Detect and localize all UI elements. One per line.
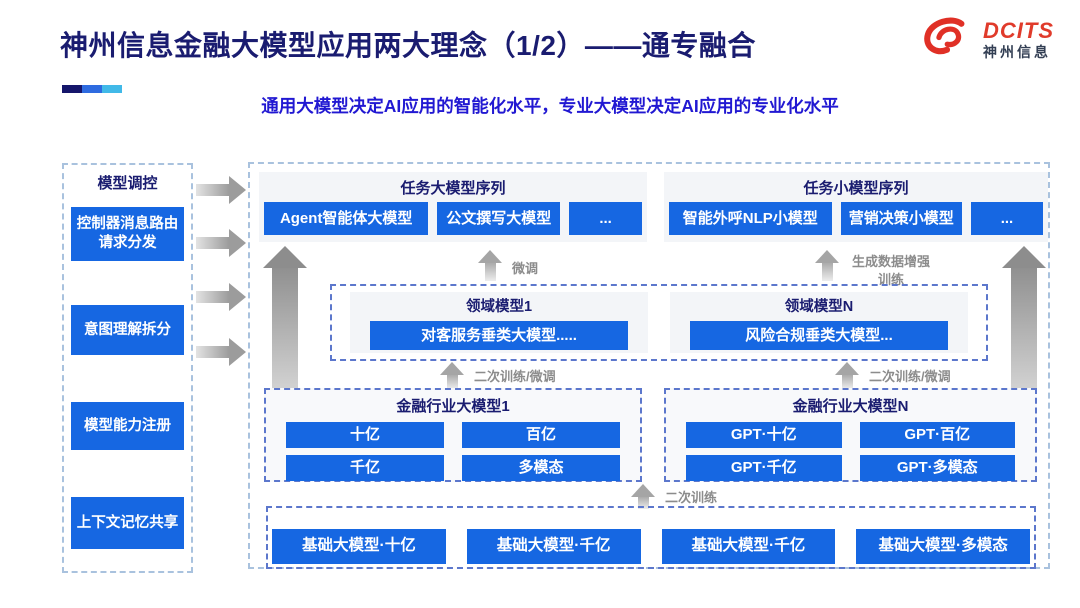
group-title: 任务大模型序列 xyxy=(400,180,506,197)
model-box-ellipsis: ... xyxy=(569,202,642,235)
dcits-logo: DCITS 神州信息 xyxy=(919,14,1054,65)
domain-model-1: 领域模型1 对客服务垂类大模型..... xyxy=(350,292,648,353)
model-box-base-1b: 基础大模型·十亿 xyxy=(272,529,446,564)
arrow-right-icon xyxy=(196,338,246,366)
base-model-group: 基础大模型·十亿 基础大模型·千亿 基础大模型·千亿 基础大模型·多模态 xyxy=(266,506,1036,569)
model-box-base-multimodal: 基础大模型·多模态 xyxy=(856,529,1030,564)
task-small-model-group: 任务小模型序列 智能外呼NLP小模型 营销决策小模型 ... xyxy=(664,172,1048,242)
arrow-up-icon xyxy=(478,250,502,281)
model-box-100b: 千亿 xyxy=(286,455,444,481)
model-box-1b: 十亿 xyxy=(286,422,444,448)
sidebar-item-capability-register: 模型能力注册 xyxy=(71,402,184,450)
arrow-right-icon xyxy=(196,283,246,311)
secondary-train-label: 二次训练 xyxy=(665,490,718,505)
slide-subtitle: 通用大模型决定AI应用的智能化水平，专业大模型决定AI应用的专业化水平 xyxy=(261,96,839,116)
arrow-right-icon xyxy=(196,176,246,204)
group-title: 任务小模型序列 xyxy=(803,180,909,197)
secondary-train-finetune-label: 二次训练/微调 xyxy=(869,369,951,384)
industry-model-n-group: 金融行业大模型N GPT·十亿 GPT·百亿 GPT·千亿 GPT·多模态 xyxy=(664,388,1037,482)
page-title: 神州信息金融大模型应用两大理念（1/2）——通专融合 xyxy=(60,30,756,61)
model-box-gpt-10b: GPT·百亿 xyxy=(859,422,1015,448)
model-architecture-diagram: 任务大模型序列 Agent智能体大模型 公文撰写大模型 ... 任务小模型序列 … xyxy=(248,162,1050,569)
finetune-label: 微调 xyxy=(512,261,539,276)
sidebar-title: 模型调控 xyxy=(97,175,158,192)
model-box-marketing-decision: 营销决策小模型 xyxy=(840,202,962,235)
industry-title: 金融行业大模型N xyxy=(792,398,909,415)
arrow-up-icon xyxy=(440,362,464,389)
model-box-outbound-nlp: 智能外呼NLP小模型 xyxy=(669,202,832,235)
arrow-up-icon xyxy=(835,362,859,389)
gen-data-train-label: 生成数据增强训练 xyxy=(851,254,930,287)
sidebar-item-intent-split: 意图理解拆分 xyxy=(71,305,184,355)
model-box-base-100b: 基础大模型·千亿 xyxy=(466,529,641,564)
model-box-gpt-multimodal: GPT·多模态 xyxy=(859,455,1015,481)
industry-model-1-group: 金融行业大模型1 十亿 百亿 千亿 多模态 xyxy=(264,388,642,482)
model-box-multimodal: 多模态 xyxy=(462,455,620,481)
domain-title: 领域模型1 xyxy=(465,299,533,315)
model-box-agent: Agent智能体大模型 xyxy=(264,202,429,235)
arrow-right-icon xyxy=(196,229,246,257)
domain-title: 领域模型N xyxy=(784,299,854,315)
model-box-10b: 百亿 xyxy=(462,422,620,448)
logo-brand-cn: 神州信息 xyxy=(983,44,1051,61)
domain-model-group: 领域模型1 对客服务垂类大模型..... 领域模型N 风险合规垂类大模型... xyxy=(330,284,988,361)
secondary-train-finetune-label: 二次训练/微调 xyxy=(474,369,556,384)
model-box-risk-compliance: 风险合规垂类大模型... xyxy=(690,321,948,350)
arrow-up-icon xyxy=(815,250,839,281)
sidebar-item-context-memory: 上下文记忆共享 xyxy=(71,497,184,549)
industry-title: 金融行业大模型1 xyxy=(396,398,510,415)
model-box-base-100b-2: 基础大模型·千亿 xyxy=(661,529,836,564)
arrow-up-icon xyxy=(631,484,655,509)
task-large-model-group: 任务大模型序列 Agent智能体大模型 公文撰写大模型 ... xyxy=(259,172,647,242)
model-box-gpt-1b: GPT·十亿 xyxy=(686,422,842,448)
dcits-swirl-icon xyxy=(919,14,975,65)
domain-model-n: 领域模型N 风险合规垂类大模型... xyxy=(670,292,968,353)
model-box-gpt-100b: GPT·千亿 xyxy=(686,455,842,481)
title-accent-bar xyxy=(62,85,122,93)
model-box-ellipsis: ... xyxy=(970,202,1043,235)
logo-brand-text: DCITS xyxy=(983,18,1054,44)
model-control-panel: 模型调控 控制器消息路由请求分发 意图理解拆分 模型能力注册 上下文记忆共享 xyxy=(62,163,193,573)
sidebar-item-controller-routing: 控制器消息路由请求分发 xyxy=(71,207,184,261)
model-box-customer-service: 对客服务垂类大模型..... xyxy=(370,321,628,350)
model-box-document-writing: 公文撰写大模型 xyxy=(437,202,561,235)
